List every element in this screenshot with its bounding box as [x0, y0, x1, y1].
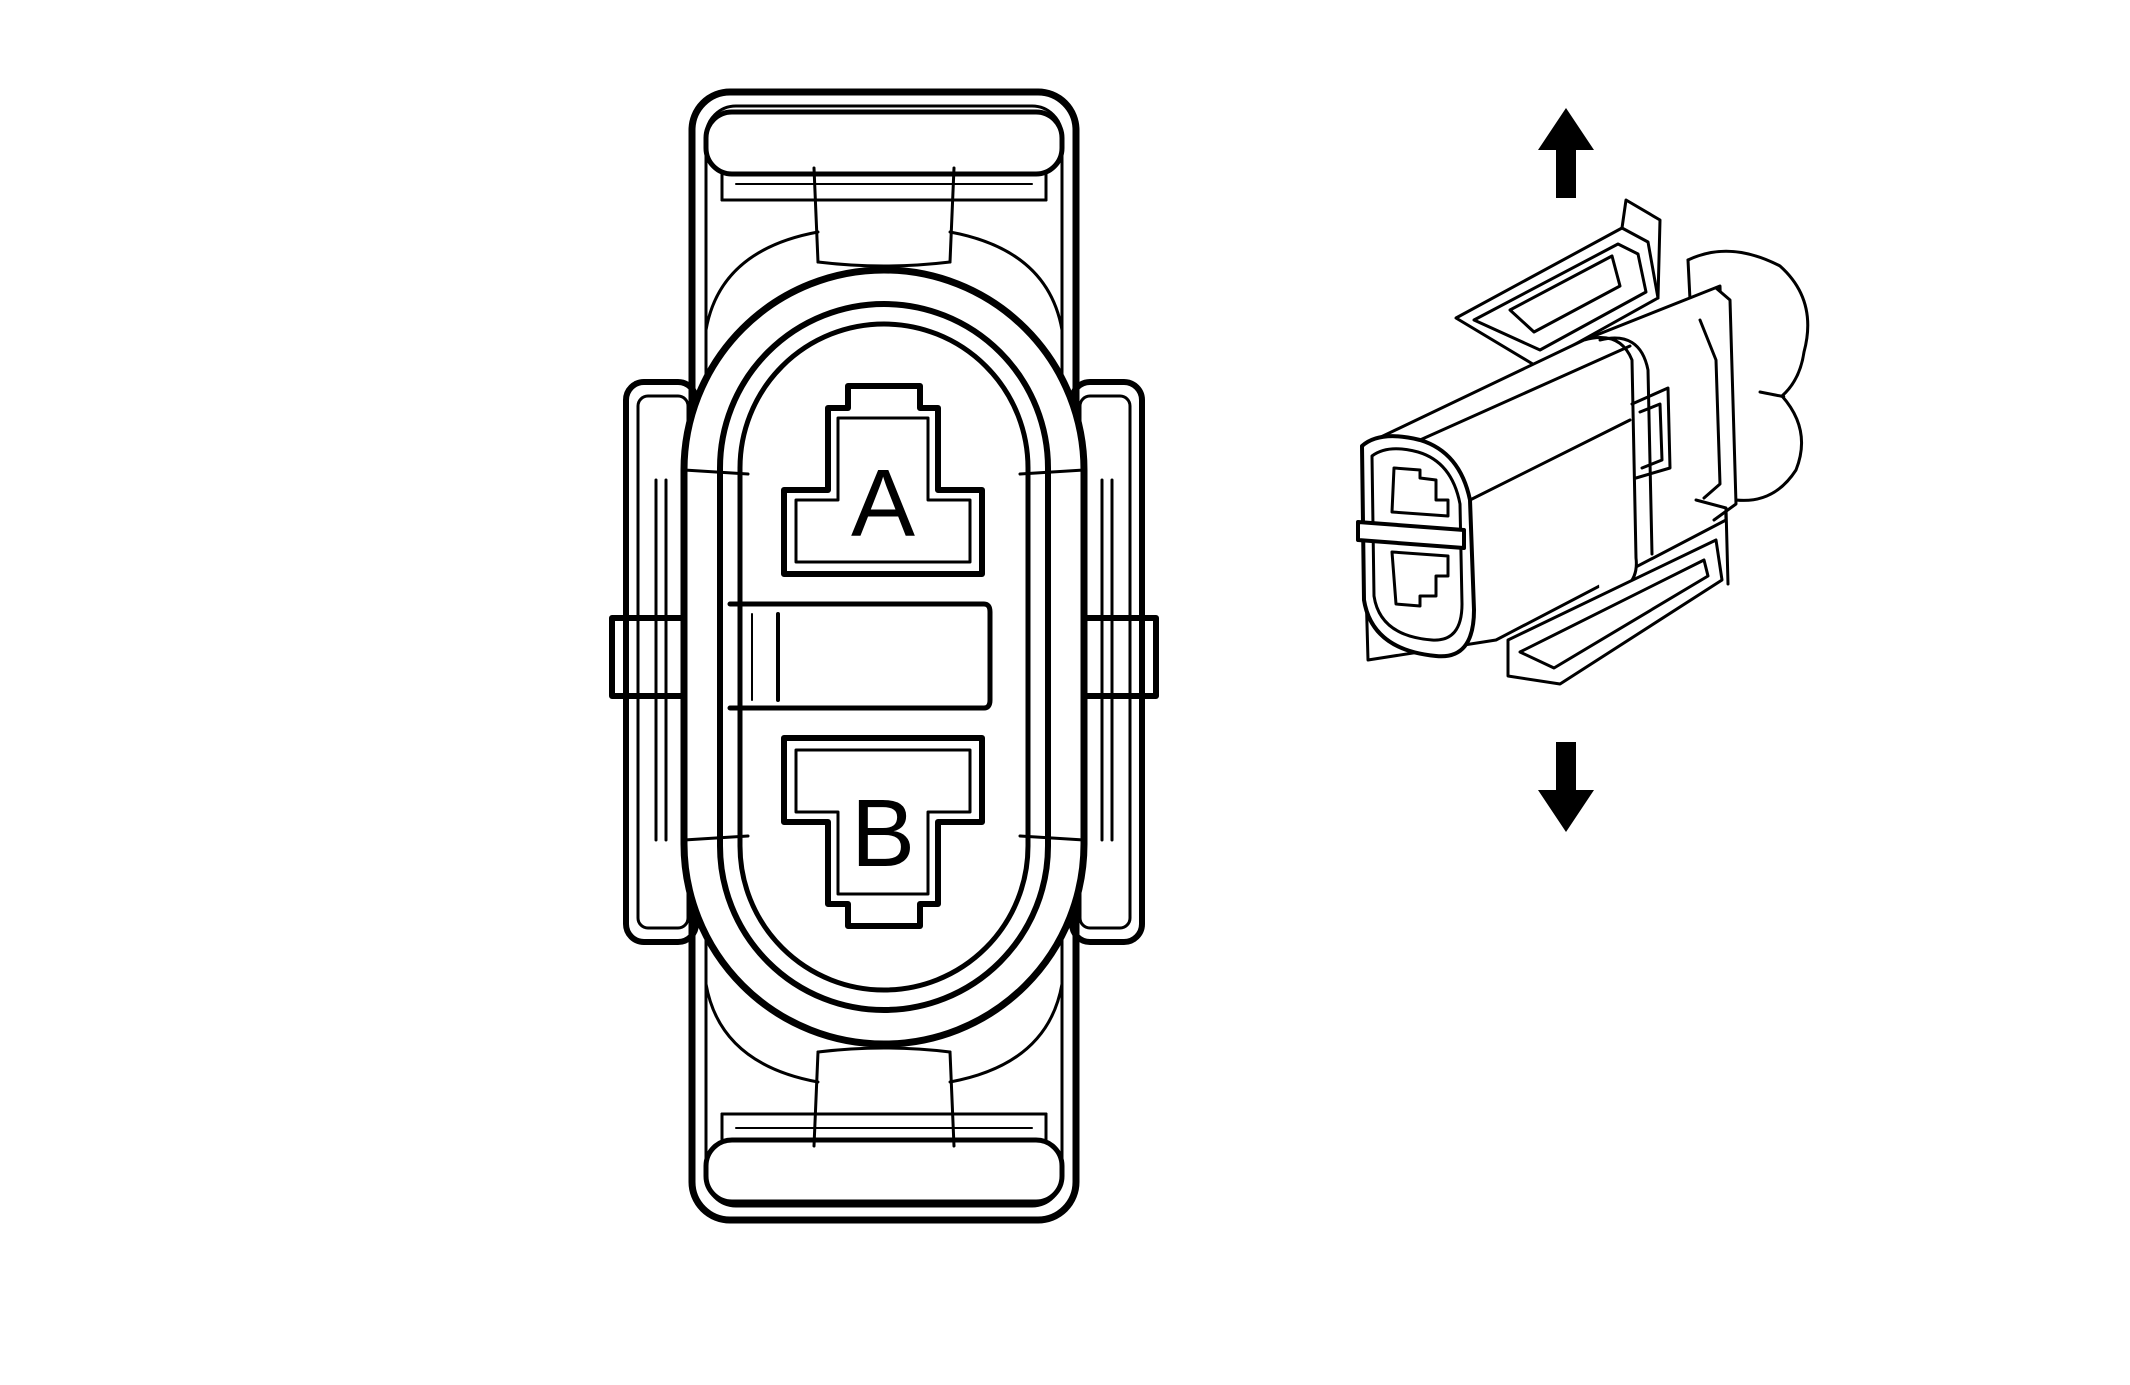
- face-oval-middle: [717, 301, 1051, 1013]
- bottom-latch: [703, 1046, 1065, 1205]
- center-key: [727, 601, 993, 711]
- bottom-latch-3d: [1506, 498, 1730, 686]
- front-face-3d: [1356, 434, 1476, 659]
- pin-cavity-a: [781, 383, 985, 577]
- face-oval-outer: [680, 266, 1088, 1048]
- arrow-up-icon: [1538, 108, 1594, 198]
- connector-3d-view: [1356, 198, 1810, 686]
- lock-clip: [1582, 336, 1672, 602]
- pin-cavity-b: [781, 735, 985, 929]
- top-latch: [703, 109, 1065, 268]
- pin-label-a: A: [851, 450, 915, 557]
- connector-face-view: A B: [609, 88, 1159, 1224]
- arrow-down-icon: [1538, 742, 1594, 832]
- top-latch-3d: [1454, 198, 1662, 368]
- pin-label-b: B: [851, 780, 915, 887]
- rear-boot: [1686, 249, 1810, 502]
